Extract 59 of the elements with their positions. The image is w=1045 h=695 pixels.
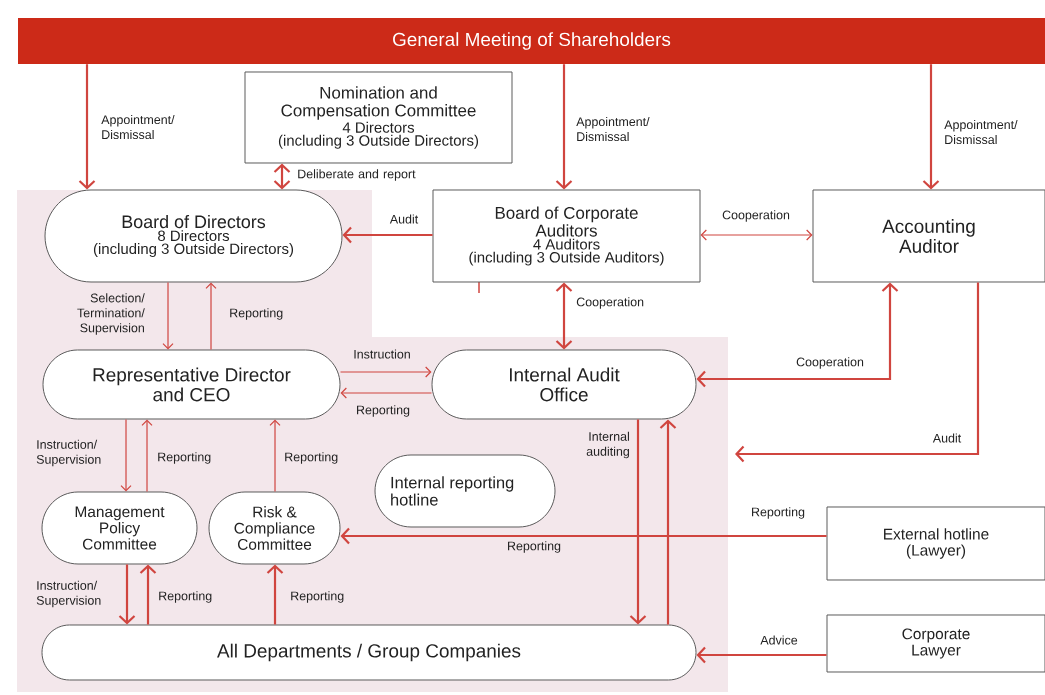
arrow (339, 366, 432, 378)
edge-label: Instruction/ Supervision (36, 439, 101, 467)
hotline-box: External hotline (Lawyer) (826, 506, 1045, 581)
arrow (629, 419, 647, 625)
arrow (205, 282, 217, 351)
arrow (342, 226, 433, 244)
arrow (555, 64, 573, 190)
hotline-box: Internal reporting hotline (374, 454, 556, 528)
edge-label: Appointment/ Dismissal (944, 119, 1018, 145)
board-box: Board of Corporate Auditors 4 Auditors (including 3 Outside Auditors) (432, 189, 701, 283)
arrow (659, 419, 677, 625)
edge-label: Internal auditing (586, 431, 629, 459)
edge-label: Audit (932, 433, 962, 443)
text-label: Reporting (752, 507, 805, 519)
arrow (273, 163, 291, 190)
edge-label: Cooperation (796, 357, 864, 369)
edge-label: Reporting (230, 308, 283, 320)
executive-box: Representative Director and CEO (42, 349, 341, 420)
arrow (118, 564, 136, 625)
committee-box: Nomination and Compensation Committee 4 Directors (including 3 Outside Directors) (244, 71, 513, 164)
edge-label: Instruction/ Supervision (36, 580, 101, 608)
arrow (735, 282, 980, 463)
edge-label: Deliberate and report (298, 169, 416, 181)
edge-label: Appointment/ Dismissal (101, 114, 175, 140)
edge-label: Reporting (357, 405, 410, 417)
auditor-box: Accounting Auditor (812, 189, 1045, 283)
edge-label: Cooperation (722, 210, 790, 222)
arrow (269, 419, 281, 493)
arrow (141, 419, 153, 493)
arrow (120, 418, 132, 492)
edge-label: Advice (760, 635, 798, 645)
arrow (696, 646, 827, 664)
arrow (340, 527, 827, 545)
arrow (555, 282, 573, 350)
banner-bar: General Meeting of Shareholders (18, 18, 1045, 64)
committee-box: Management Policy Committee (41, 491, 198, 565)
edge-label: Appointment/ Dismissal (576, 116, 650, 142)
arrow (162, 281, 174, 350)
edge-label: Reporting (291, 591, 344, 603)
lawyer-box: Corporate Lawyer (826, 614, 1045, 673)
departments-box: All Departments / Group Companies (41, 624, 697, 681)
edge-label: Reporting (159, 591, 212, 603)
edge-label: Cooperation (576, 297, 644, 309)
edge-label: Reporting (508, 541, 561, 553)
board-box: Board of Directors 8 Directors (including 3 Outside Directors) (44, 189, 343, 283)
arrow (696, 282, 899, 388)
edge-label: Selection/ Termination/ Supervision (77, 293, 145, 335)
committee-box: Risk & Compliance Committee (208, 491, 341, 565)
arrow (922, 64, 940, 190)
arrow (266, 564, 284, 625)
office-box: Internal Audit Office (431, 349, 697, 420)
arrow (700, 229, 813, 241)
edge-label: Audit (389, 214, 419, 224)
edge-label: Instruction (354, 349, 410, 359)
arrow (340, 387, 433, 399)
edge-label: Reporting (158, 452, 211, 464)
edge-label: Reporting (285, 452, 338, 464)
arrow (78, 64, 96, 190)
arrow (139, 564, 157, 625)
